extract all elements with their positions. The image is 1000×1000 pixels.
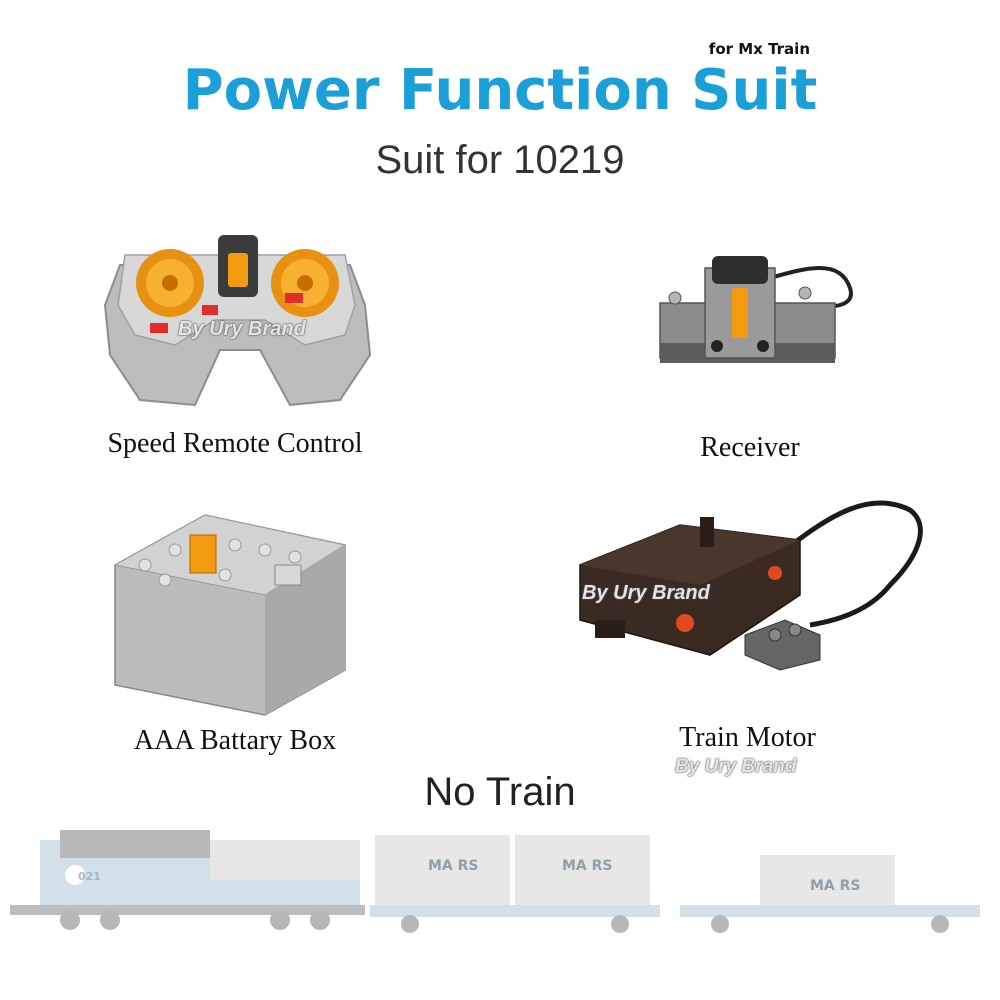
no-train-note: No Train: [424, 770, 576, 814]
loco-number: 021: [78, 870, 101, 883]
watermark-remote: By Ury Brand: [178, 318, 306, 340]
header-tag: for Mx Train: [708, 40, 810, 58]
page-title: Power Function Suit: [182, 58, 818, 123]
battery-box-image: [113, 514, 347, 716]
receiver-image: [659, 256, 853, 363]
watermark-motor: By Ury Brand: [582, 582, 710, 604]
watermark-motor-caption: By Ury Brand: [675, 756, 797, 777]
train-motor-image: [579, 500, 923, 671]
wagon-text-3: MA RS: [810, 878, 861, 894]
remote-control-label: Speed Remote Control: [107, 428, 363, 459]
remote-control-image: [103, 235, 372, 407]
wagon-text-2: MA RS: [562, 858, 613, 874]
train-illustration: [10, 830, 980, 933]
wagon-text-1: MA RS: [428, 858, 479, 874]
battery-box-label: AAA Battary Box: [133, 725, 337, 756]
train-motor-label: Train Motor: [679, 722, 816, 753]
page-subtitle: Suit for 10219: [375, 138, 625, 182]
receiver-label: Receiver: [700, 432, 800, 463]
